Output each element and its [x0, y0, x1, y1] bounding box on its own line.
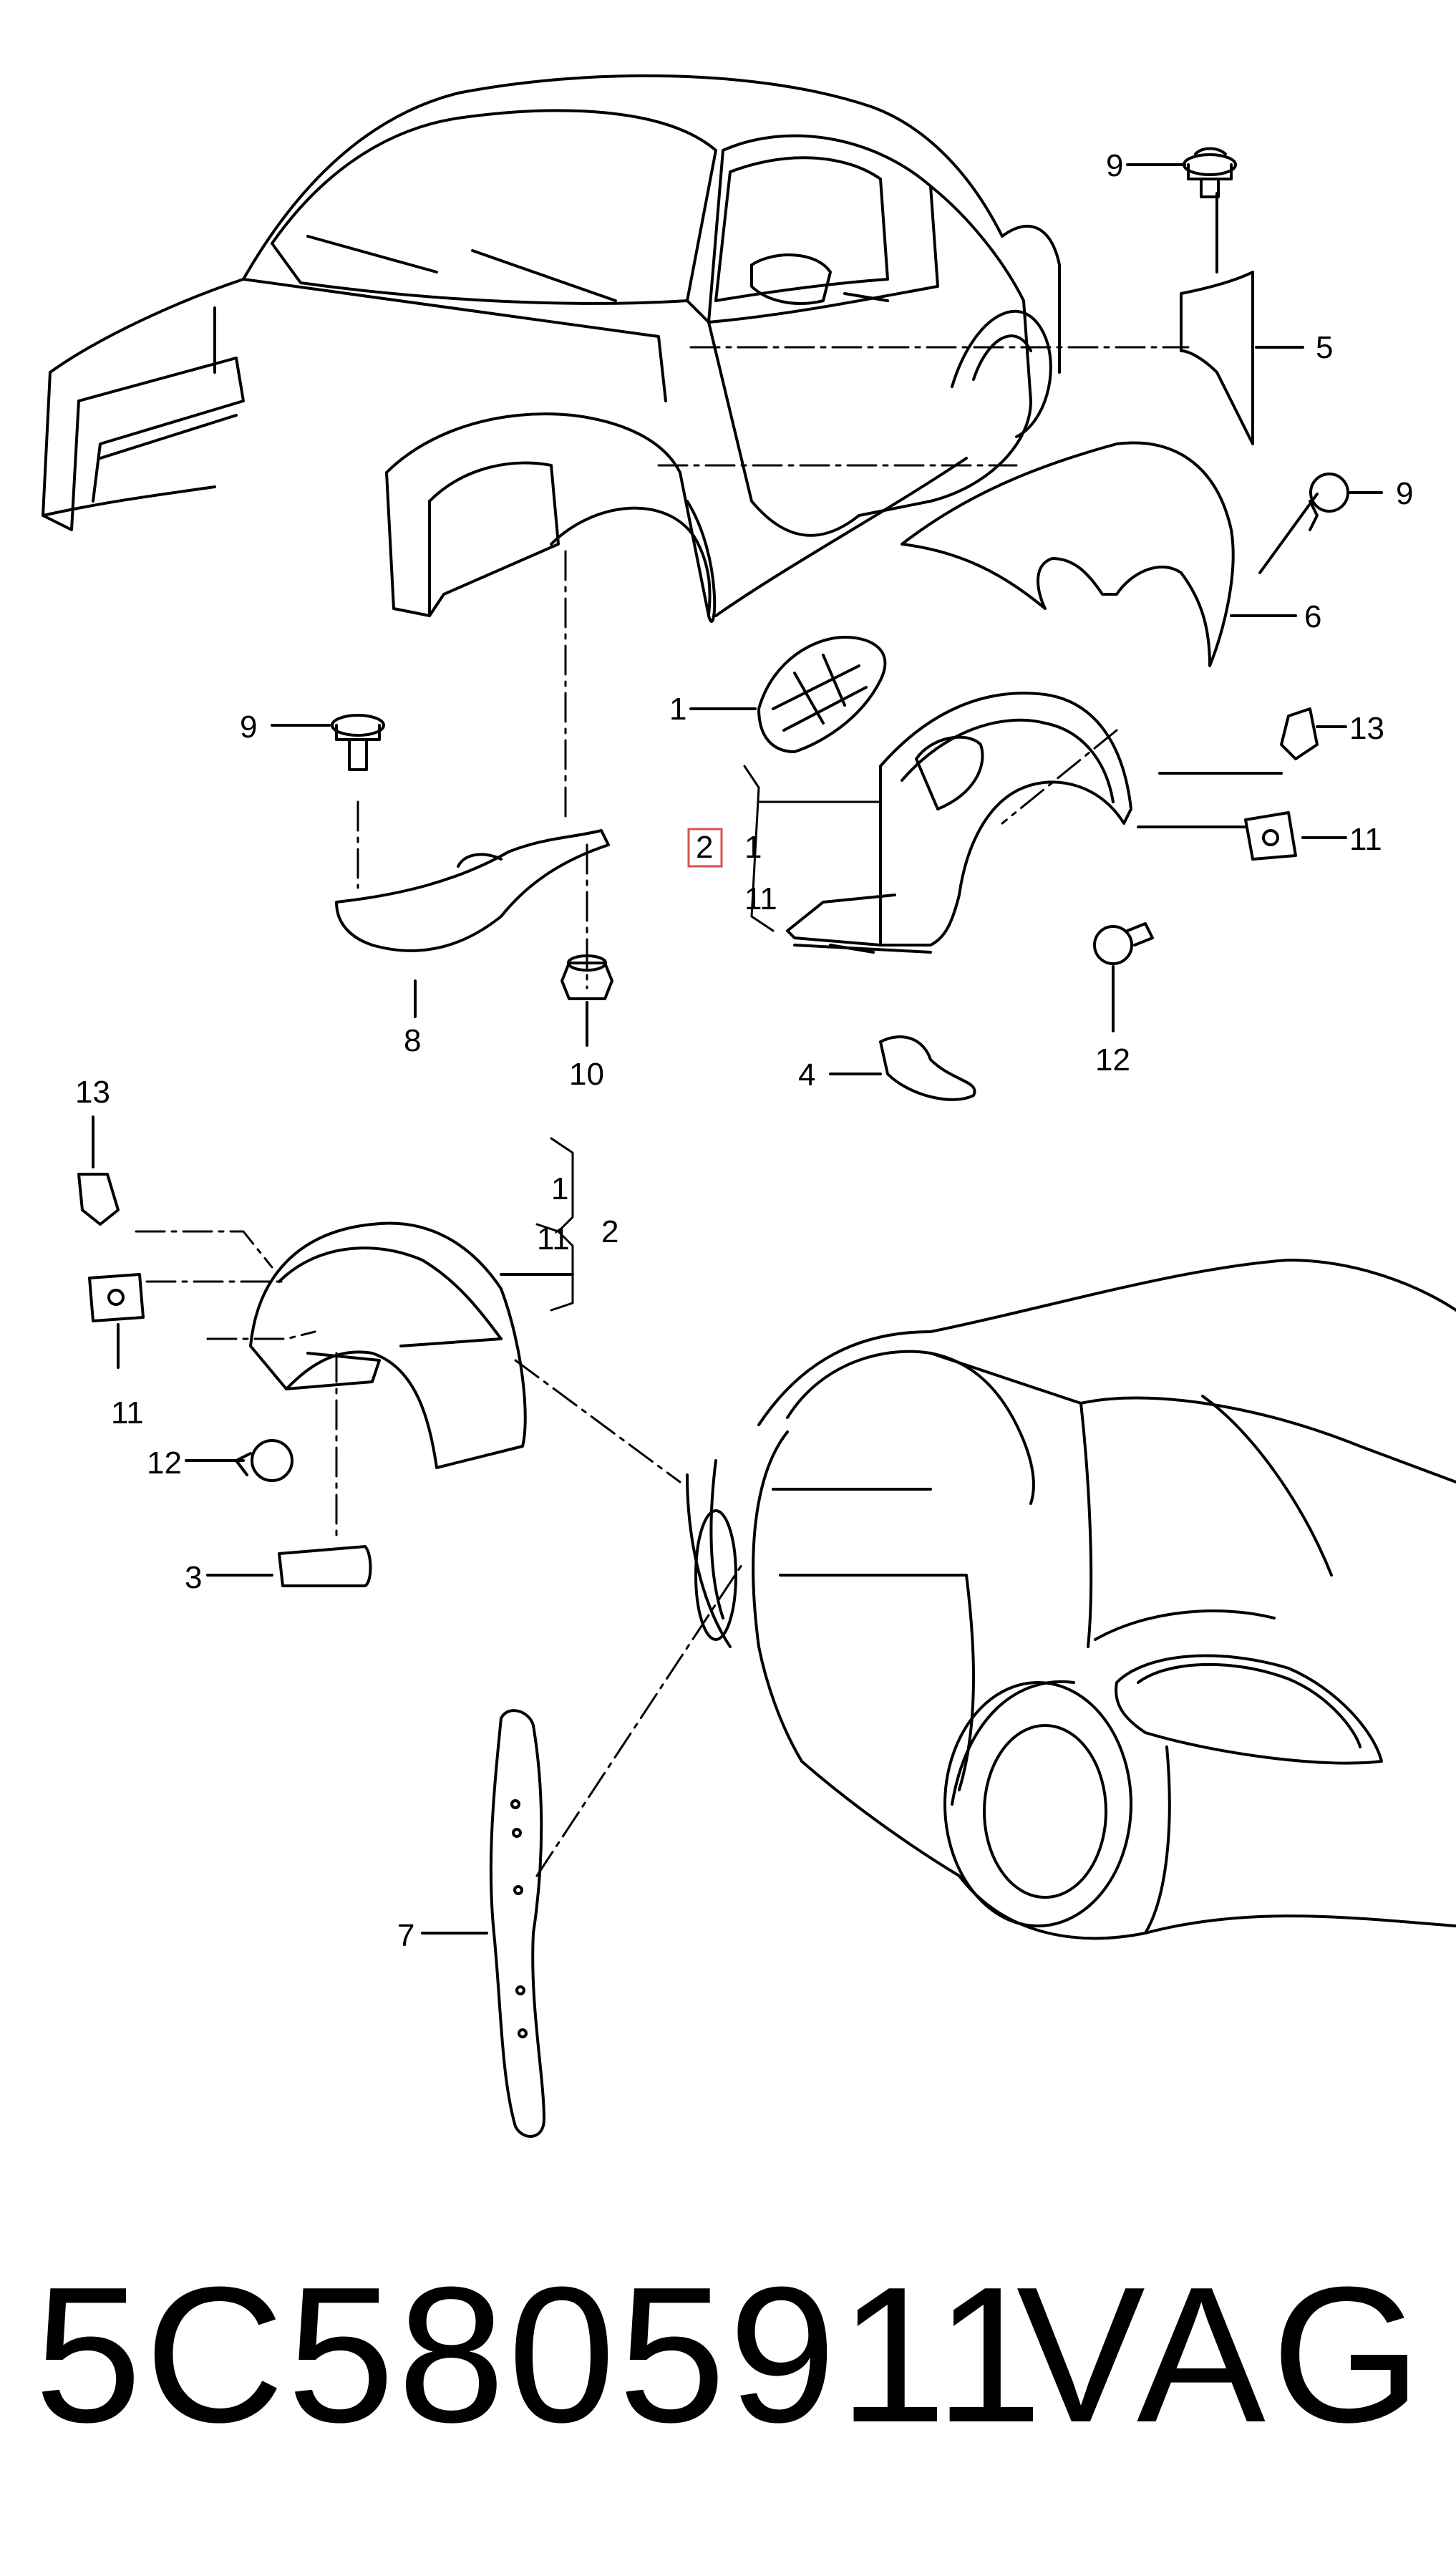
- nut-11-left: [88, 1273, 288, 1369]
- callout-10: 10: [569, 1057, 604, 1092]
- callout-1-lower: 1: [551, 1171, 568, 1206]
- part-2-wheelhouse-liner-lower: [249, 1221, 574, 1469]
- screw-12-left: [185, 1330, 316, 1482]
- callout-5: 5: [1316, 330, 1333, 365]
- part-1-vent: [689, 636, 887, 753]
- callout-11-left: 11: [111, 1395, 144, 1430]
- callout-11-lower: 11: [537, 1221, 570, 1257]
- brand-label: VAG: [1016, 2247, 1427, 2463]
- callout-1-vent: 1: [669, 692, 686, 727]
- callout-9-left: 9: [240, 710, 257, 745]
- callout-12-right: 12: [1095, 1042, 1130, 1078]
- callout-11-group: 11: [744, 881, 777, 916]
- part-8-bracket: [335, 829, 610, 1018]
- bolt-9-left: [271, 714, 385, 771]
- callout-8: 8: [404, 1023, 421, 1058]
- highlight-box: [687, 828, 723, 868]
- callout-2-highlight: 2: [696, 830, 713, 865]
- clip-13-left: [77, 1115, 273, 1269]
- callout-4: 4: [798, 1057, 815, 1093]
- car-body-shell: [42, 74, 1061, 623]
- part-5-quarter-panel: [1180, 192, 1304, 445]
- part-4-deflector: [829, 1035, 976, 1101]
- nut-11-right: [1137, 811, 1347, 861]
- part-3-cover: [206, 1352, 372, 1587]
- callout-2-lower: 2: [601, 1214, 618, 1249]
- callout-7: 7: [397, 1918, 414, 1953]
- part-2-wheelhouse-liner-upper: [786, 692, 1132, 954]
- part-7-seal: [421, 1559, 746, 2138]
- bolt-9-right: [1309, 473, 1383, 531]
- callout-1-group: 1: [744, 830, 762, 865]
- part-6-rear-fender: [901, 441, 1319, 667]
- clip-13-right: [1158, 707, 1347, 775]
- callout-11-right: 11: [1349, 822, 1382, 857]
- callout-6: 6: [1304, 599, 1321, 634]
- diagram-canvas: 9 5 9 6 1 2 1 11 13 11 12 9 8 10 4 13 1 …: [42, 74, 1456, 2138]
- bolt-9-top: [1126, 147, 1237, 198]
- callout-9-right: 9: [1396, 476, 1413, 511]
- callout-labels: 9 5 9 6 1 2 1 11 13 11 12 9 8 10 4 13 1 …: [75, 148, 1413, 1953]
- callout-13-left: 13: [75, 1075, 110, 1110]
- screw-12-right: [1093, 922, 1154, 1032]
- part-number: 5C5805911: [34, 2247, 1046, 2463]
- callout-3: 3: [185, 1560, 202, 1595]
- callout-9-top: 9: [1106, 148, 1123, 183]
- car-rear-view: [686, 1259, 1456, 1940]
- nut-10: [560, 954, 613, 1047]
- callout-12-left: 12: [147, 1446, 182, 1481]
- callout-13-right: 13: [1349, 711, 1384, 746]
